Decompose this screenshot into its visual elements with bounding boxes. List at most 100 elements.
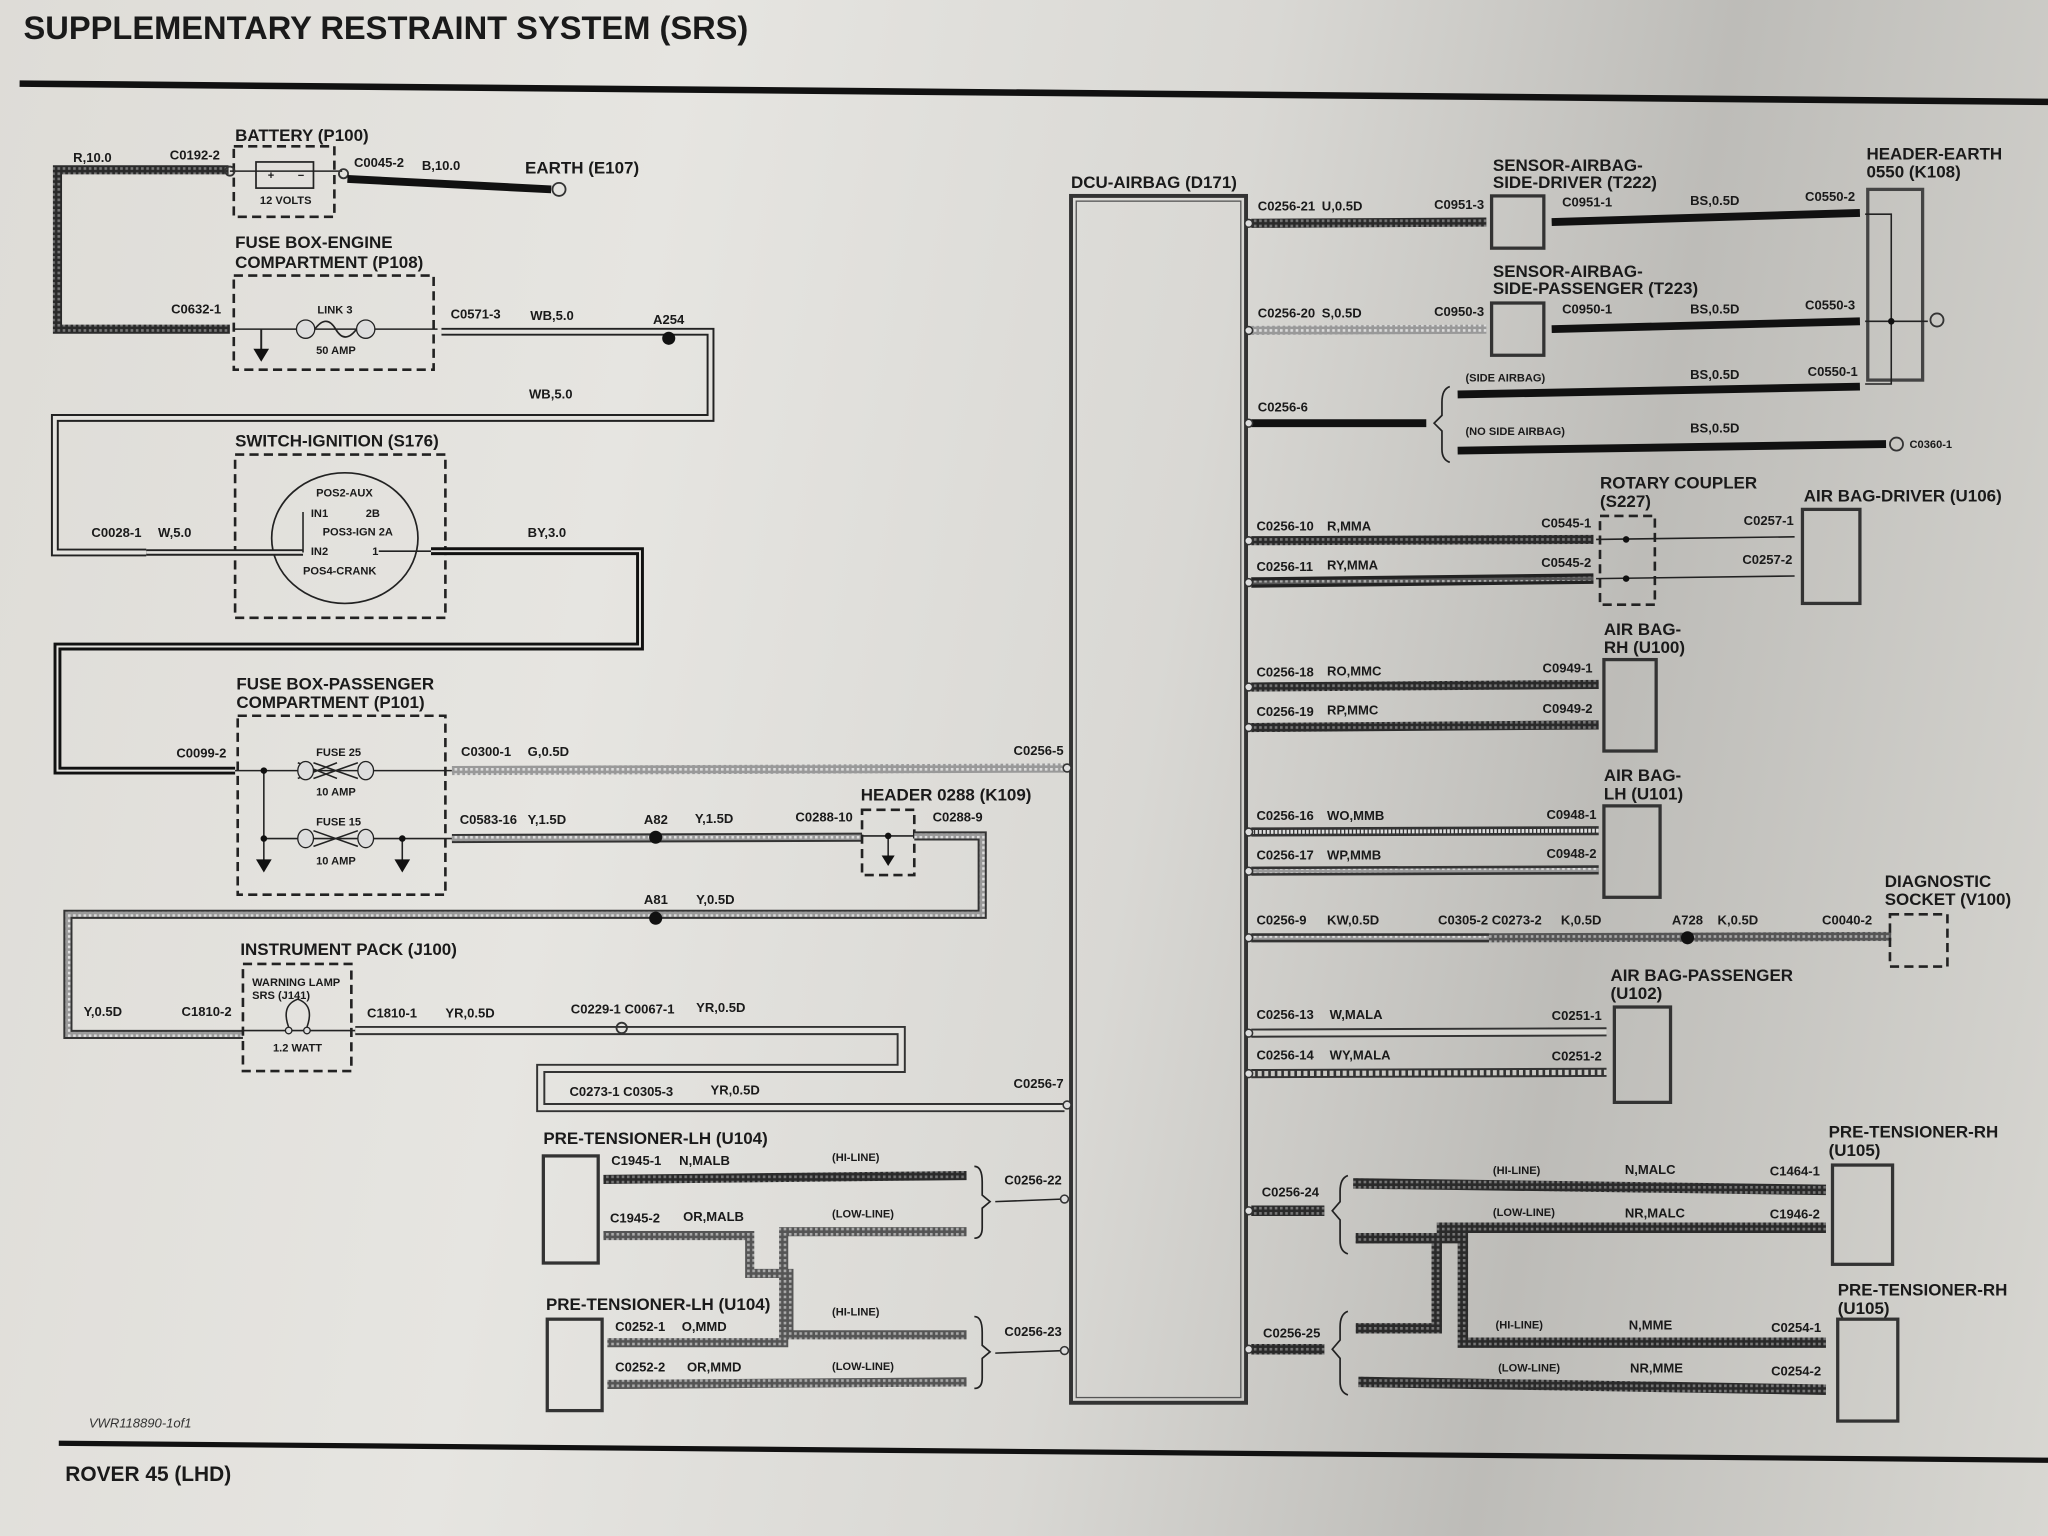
component-label: AIR BAG-PASSENGER bbox=[1610, 966, 1793, 985]
wire-by3[interactable] bbox=[53, 547, 644, 775]
splice-a254 bbox=[662, 331, 676, 345]
wire-wp-mmb[interactable] bbox=[1251, 865, 1599, 876]
connector-label: C0256-21 bbox=[1258, 198, 1315, 213]
page-title: SUPPLEMENTARY RESTRAINT SYSTEM (SRS) bbox=[24, 9, 749, 46]
wire-bs-2[interactable] bbox=[1551, 317, 1861, 334]
header-earth-0550-k108[interactable] bbox=[1865, 187, 1945, 385]
wire-r-mma[interactable] bbox=[1251, 534, 1594, 546]
sensor-side-passenger-t223[interactable] bbox=[1489, 301, 1546, 357]
switch-ignition-s176[interactable] bbox=[146, 453, 447, 620]
model-label: ROVER 45 (LHD) bbox=[65, 1463, 231, 1486]
fuse-rating: 10 AMP bbox=[316, 856, 356, 868]
connector-label: C0045-2 bbox=[354, 155, 404, 170]
connector-label: C0251-1 bbox=[1552, 1008, 1602, 1023]
wire-bs-4[interactable] bbox=[1457, 440, 1887, 455]
connector-label: C1810-1 bbox=[367, 1005, 417, 1020]
wire-r10[interactable] bbox=[52, 165, 230, 334]
airbag-rh-u100[interactable] bbox=[1602, 657, 1658, 753]
splice-label: A254 bbox=[653, 312, 685, 327]
fuse-label: FUSE 15 bbox=[316, 816, 361, 828]
switch-terminal-label: IN2 bbox=[311, 546, 328, 558]
wire-c0256-25-hi-link[interactable] bbox=[1355, 1232, 1442, 1334]
splice-label: A82 bbox=[644, 812, 668, 827]
connector-label: C1945-1 bbox=[611, 1153, 661, 1168]
wire-g05d[interactable] bbox=[451, 763, 1065, 776]
wire-n-malb[interactable] bbox=[603, 1170, 967, 1184]
connector-label: C0256-17 bbox=[1256, 847, 1313, 862]
battery-p100[interactable] bbox=[224, 144, 349, 219]
connector-label: C0256-9 bbox=[1256, 913, 1306, 928]
wire-label: YR,0.5D bbox=[445, 1005, 494, 1020]
wire-s05d[interactable] bbox=[1251, 324, 1487, 336]
fuse-rating: 10 AMP bbox=[316, 786, 356, 798]
connector-label: C0550-1 bbox=[1808, 364, 1858, 379]
splice-a728 bbox=[1680, 931, 1695, 945]
wire-ro-mmc[interactable] bbox=[1251, 679, 1599, 692]
connector-label: C0040-2 bbox=[1822, 913, 1872, 928]
wire-u05d[interactable] bbox=[1251, 217, 1487, 228]
switch-terminal-label: IN1 bbox=[311, 508, 328, 520]
variant-label: (SIDE AIRBAG) bbox=[1465, 372, 1545, 384]
wire-b10[interactable] bbox=[347, 175, 552, 194]
fusebox-engine-p108[interactable] bbox=[232, 274, 438, 371]
wire-y05d[interactable] bbox=[63, 831, 987, 1040]
fusebox-passenger-p101[interactable] bbox=[235, 714, 452, 896]
wire-n-malc[interactable] bbox=[1353, 1178, 1827, 1196]
brace-icon bbox=[1331, 1310, 1349, 1396]
dcu-airbag-d171[interactable] bbox=[1069, 193, 1248, 1405]
wire-or-mmd[interactable] bbox=[607, 1377, 967, 1390]
wire-bs-3[interactable] bbox=[1457, 382, 1860, 399]
wire-or-malb[interactable] bbox=[603, 1231, 967, 1340]
pretensioner-lh-1-box[interactable] bbox=[541, 1154, 600, 1265]
wire-yr05d[interactable] bbox=[355, 1025, 1065, 1113]
rotary-coupler-s227[interactable] bbox=[1596, 514, 1795, 607]
connector-label: C1945-2 bbox=[610, 1211, 660, 1226]
wire-wb5[interactable] bbox=[50, 327, 715, 557]
instrument-pack-j100[interactable] bbox=[241, 962, 356, 1073]
wire-label: R,MMA bbox=[1327, 518, 1372, 533]
wire-ry-mma[interactable] bbox=[1251, 573, 1594, 588]
wire-label: R,10.0 bbox=[73, 150, 111, 165]
wire-n-mme[interactable] bbox=[1355, 1232, 1826, 1348]
title-rule bbox=[19, 80, 2048, 106]
wire-label: BS,0.5D bbox=[1690, 301, 1739, 316]
connector-label: C0948-2 bbox=[1546, 846, 1596, 861]
header-0288-k109[interactable] bbox=[860, 808, 916, 877]
wire-bs-1[interactable] bbox=[1551, 208, 1861, 226]
wire-wo-mmb[interactable] bbox=[1251, 826, 1599, 837]
component-label: AIR BAG- bbox=[1604, 620, 1681, 639]
pretensioner-rh-2-u105[interactable] bbox=[1836, 1317, 1900, 1423]
sensor-side-driver-t222[interactable] bbox=[1489, 194, 1546, 250]
component-label: EARTH (E107) bbox=[525, 159, 639, 178]
pretensioner-lh-2-box[interactable] bbox=[545, 1317, 604, 1413]
connector-label: C0099-2 bbox=[176, 746, 226, 761]
component-label: PRE-TENSIONER-LH (U104) bbox=[546, 1295, 770, 1314]
pretensioner-rh-1-u105[interactable] bbox=[1830, 1163, 1895, 1266]
diagnostic-socket-v100[interactable] bbox=[1888, 912, 1949, 968]
wire-wy-mala[interactable] bbox=[1251, 1067, 1607, 1079]
connector-label: C0360-1 bbox=[1910, 439, 1953, 451]
connector-label: C0257-1 bbox=[1744, 513, 1794, 528]
drawing-code: VWR118890-1of1 bbox=[89, 1416, 192, 1431]
wire-nr-mme[interactable] bbox=[1358, 1376, 1827, 1395]
connector-label: C0256-25 bbox=[1263, 1325, 1320, 1340]
wire-label: NR,MME bbox=[1630, 1361, 1683, 1376]
connector-label: C0256-10 bbox=[1256, 518, 1313, 533]
airbag-driver-u106[interactable] bbox=[1800, 507, 1862, 606]
wire-rp-mmc[interactable] bbox=[1251, 720, 1599, 733]
line-type-label: (LOW-LINE) bbox=[832, 1361, 894, 1373]
brace-icon bbox=[1432, 385, 1451, 464]
component-label: LH (U101) bbox=[1604, 784, 1683, 803]
component-label: (U105) bbox=[1829, 1141, 1881, 1160]
component-label: HEADER 0288 (K109) bbox=[861, 786, 1032, 805]
airbag-passenger-u102[interactable] bbox=[1612, 1005, 1673, 1104]
airbag-lh-u101[interactable] bbox=[1602, 804, 1662, 899]
wire-o-mmd[interactable] bbox=[607, 1227, 967, 1348]
wire-w-mala[interactable] bbox=[1251, 1027, 1607, 1038]
line-type-label: (HI-LINE) bbox=[832, 1306, 880, 1318]
link-label: LINK 3 bbox=[317, 304, 352, 316]
lamp-label: SRS (J141) bbox=[252, 990, 310, 1002]
connector-label: C0288-10 bbox=[795, 810, 852, 825]
component-label: PRE-TENSIONER-RH bbox=[1838, 1281, 2008, 1300]
